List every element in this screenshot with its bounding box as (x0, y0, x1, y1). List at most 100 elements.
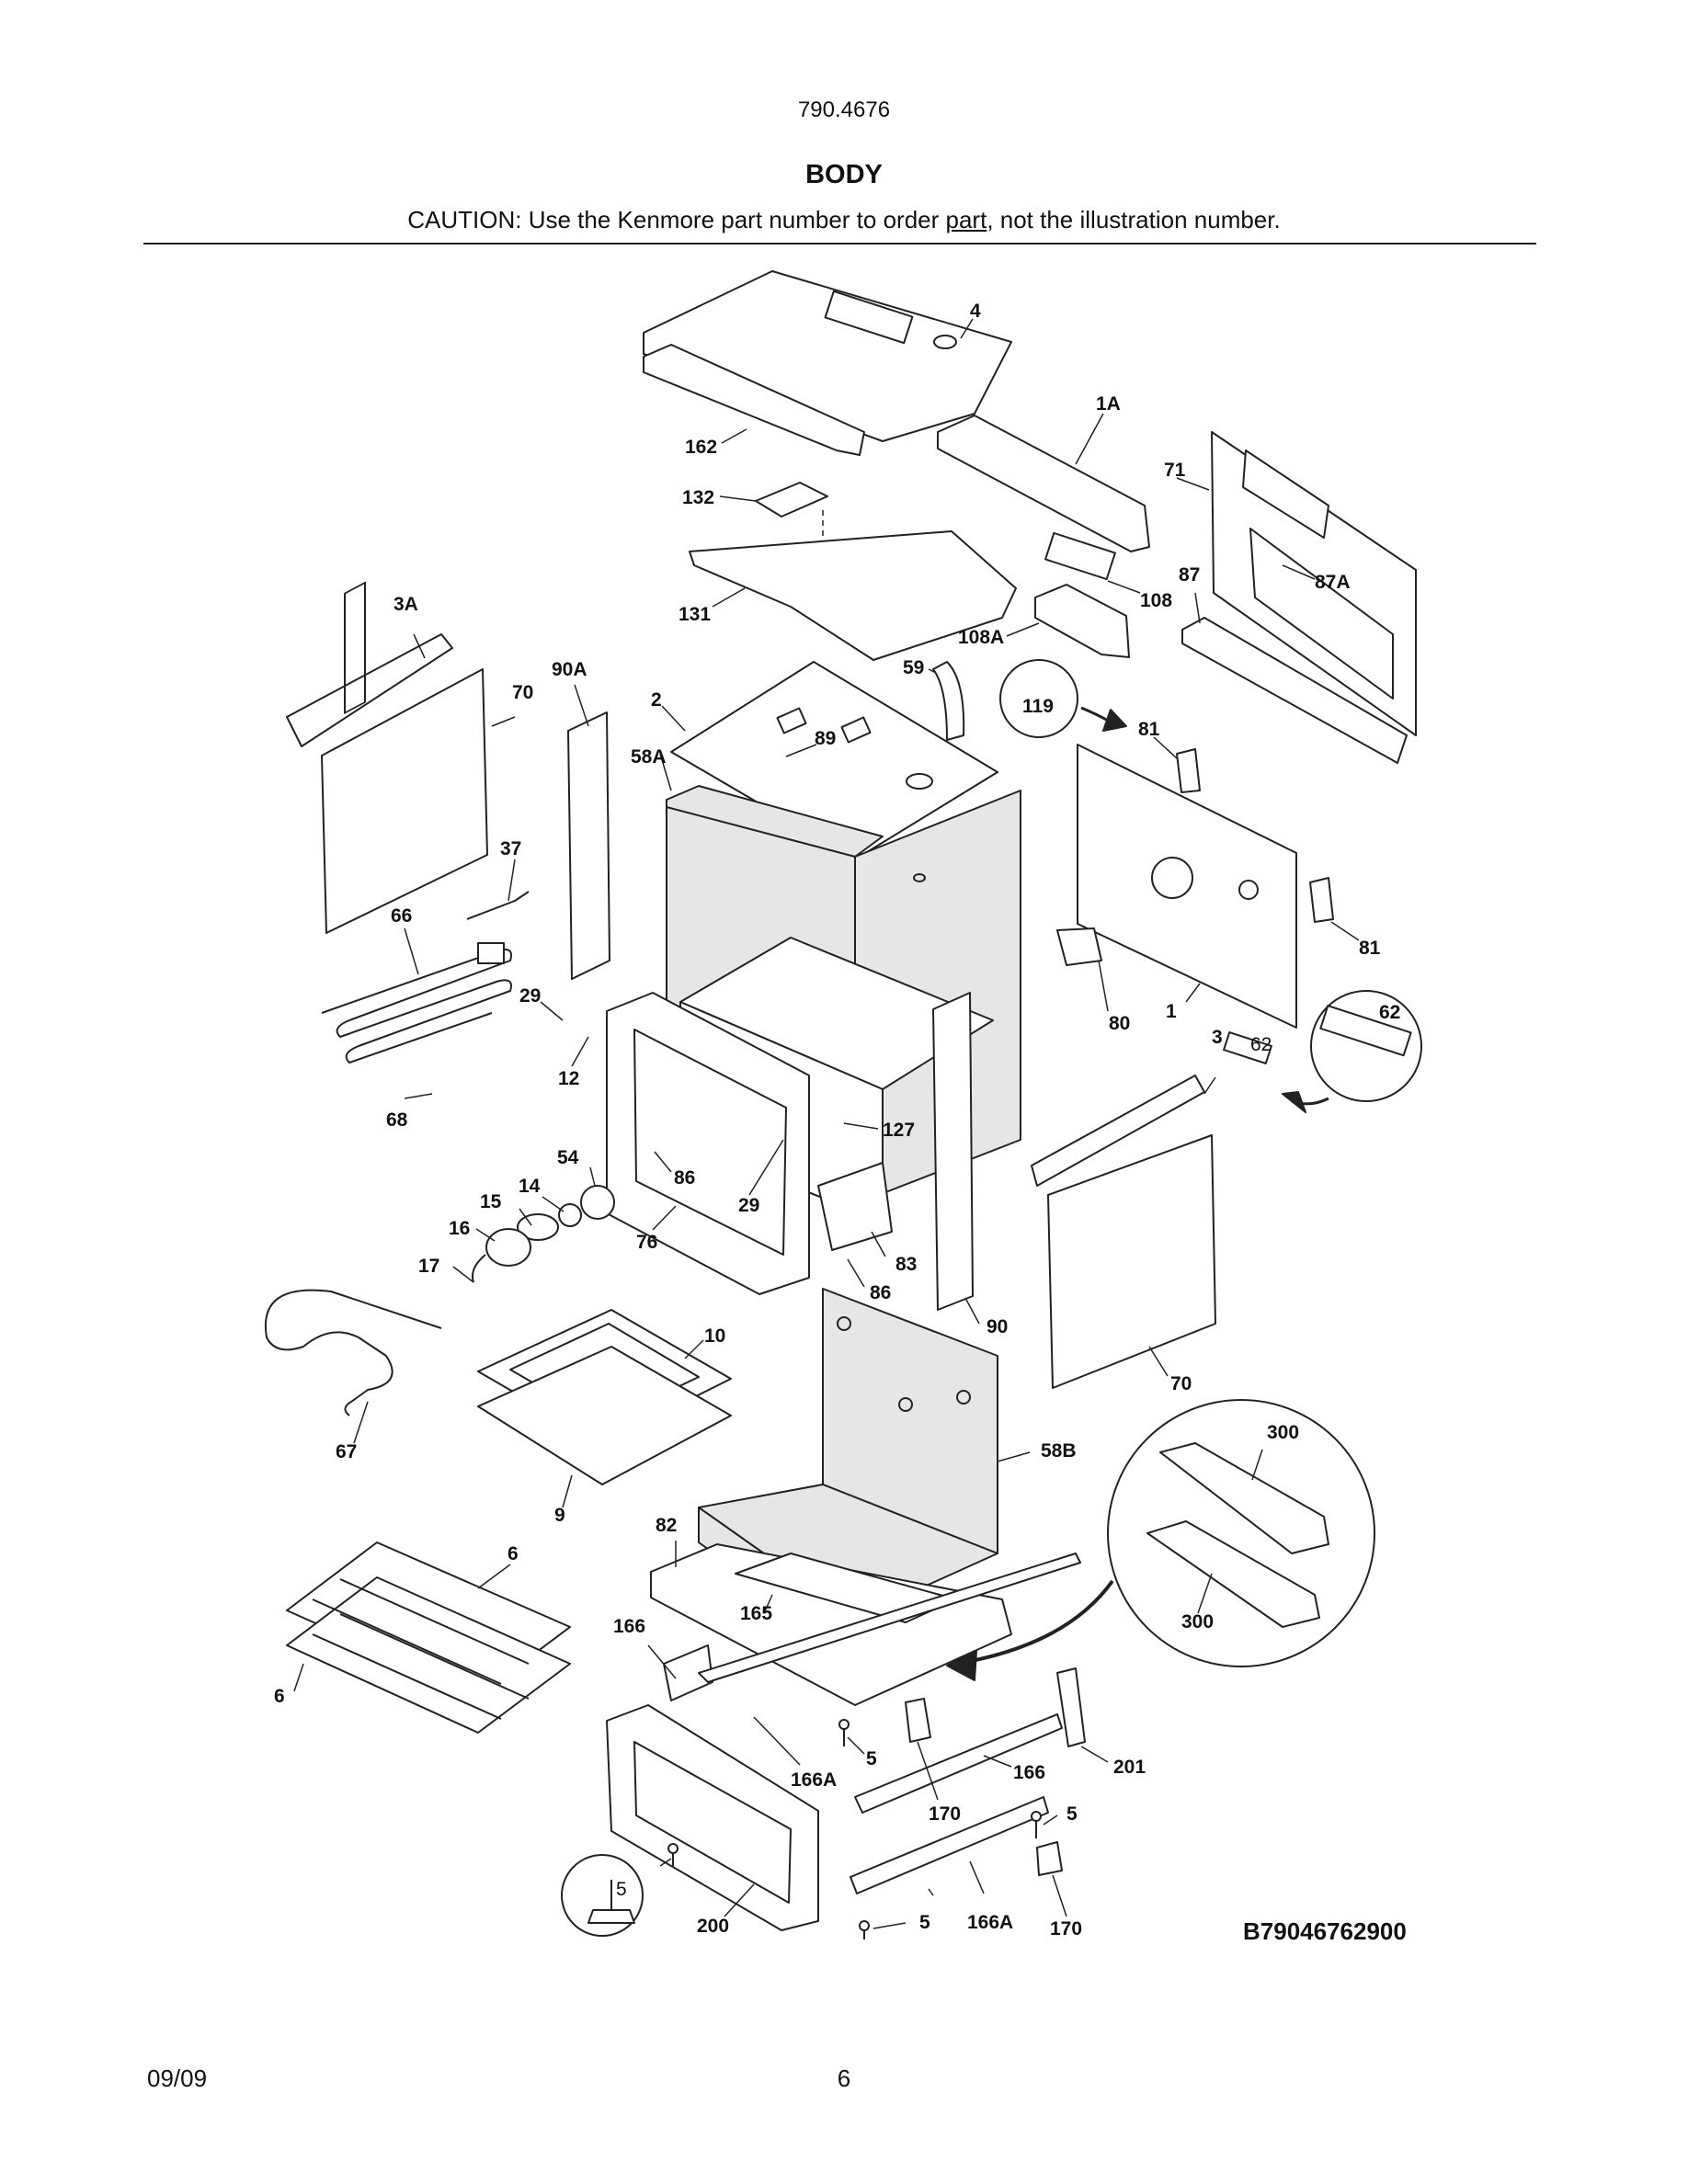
callout-15: 15 (480, 1191, 502, 1212)
caution-text-suffix: , not the illustration number. (987, 206, 1281, 233)
part-door-frame (606, 992, 810, 1295)
callout-300-lower: 300 (1181, 1611, 1214, 1632)
callout-4: 4 (970, 301, 981, 322)
callout-71: 71 (1164, 460, 1186, 481)
callout-201: 201 (1113, 1757, 1146, 1778)
callout-29-lower: 29 (738, 1195, 759, 1216)
part-sensor-callout (999, 659, 1127, 738)
callout-86-upper: 86 (674, 1167, 695, 1189)
callout-166-left: 166 (613, 1616, 645, 1637)
callout-3A: 3A (393, 594, 418, 615)
callout-66: 66 (391, 905, 412, 927)
callout-170-lower: 170 (1050, 1918, 1082, 1939)
part-bottom-plate (650, 1543, 1012, 1706)
callout-132: 132 (682, 487, 714, 508)
callout-131: 131 (679, 604, 711, 625)
part-rear-panel (1077, 744, 1297, 1029)
part-broiler-pan (477, 1309, 732, 1485)
part-leveler-bracket (905, 1698, 1063, 1876)
callout-170-upper: 170 (929, 1803, 961, 1825)
part-cavity-frame (817, 1162, 893, 1251)
part-left-vertical-trim (567, 711, 610, 980)
callout-62: 62 (1250, 1034, 1272, 1055)
part-drawer-bracket (1056, 1667, 1086, 1747)
callout-108A: 108A (958, 627, 1004, 648)
callout-58B: 58B (1041, 1440, 1077, 1462)
callout-108: 108 (1140, 590, 1172, 611)
header-divider (143, 243, 1536, 245)
caution-text-link: part (945, 206, 987, 233)
callout-59: 59 (903, 657, 924, 678)
part-oven-rack (286, 1541, 571, 1734)
callout-1A: 1A (1096, 393, 1121, 415)
part-right-vertical-trim (932, 992, 974, 1311)
page-title: BODY (805, 160, 883, 189)
part-drawer-slide-rail (698, 1553, 1081, 1894)
part-left-side-panel (321, 581, 488, 934)
caution-text-prefix: CAUTION: Use the Kenmore part number to … (407, 206, 946, 233)
callout-29-top: 29 (519, 985, 541, 1007)
callout-62-detail: 62 (1379, 1002, 1400, 1023)
callout-9: 9 (554, 1505, 565, 1526)
part-oven-sensor (466, 891, 530, 920)
model-number: 790.4676 (797, 97, 891, 122)
callout-86-lower: 86 (870, 1282, 891, 1303)
callout-3: 3 (1212, 1027, 1223, 1048)
part-wedge-duct (689, 530, 1017, 661)
part-bracket-81 (1176, 748, 1334, 923)
part-leveling-leg (561, 1719, 1042, 1939)
callout-5-right: 5 (1066, 1803, 1078, 1825)
part-drawer-frame (606, 1704, 819, 1931)
part-top-panel (643, 270, 1012, 442)
callout-89: 89 (815, 728, 836, 749)
part-vent-tube (932, 661, 965, 741)
callout-10: 10 (704, 1325, 725, 1347)
callout-166A-lower: 166A (967, 1912, 1013, 1933)
callout-6-upper: 6 (508, 1543, 519, 1564)
callout-2: 2 (651, 689, 662, 711)
exploded-parts-diagram: 4 1A 162 132 71 131 108 87 87A 108A 3A 7… (0, 257, 1688, 2004)
callout-200: 200 (697, 1916, 729, 1937)
callout-70-left: 70 (512, 682, 533, 703)
part-broil-element (321, 942, 512, 1064)
callout-127: 127 (883, 1120, 915, 1141)
part-terminal-block (1223, 990, 1422, 1113)
part-rear-bottom-strip (1181, 617, 1408, 764)
part-bake-element (264, 1289, 442, 1416)
callout-165: 165 (740, 1603, 772, 1624)
part-bracket-80 (1056, 927, 1102, 966)
part-back-top-rail (937, 415, 1150, 552)
callout-leaders (293, 318, 1360, 1929)
part-drawer-slide-left (663, 1644, 713, 1701)
callout-90A: 90A (552, 659, 587, 680)
callout-6-lower: 6 (274, 1686, 285, 1707)
drawing-code: B79046762900 (1243, 1917, 1407, 1945)
callout-162: 162 (685, 437, 717, 458)
callout-5-center: 5 (866, 1748, 877, 1769)
part-thermostat (1034, 531, 1130, 658)
callout-67: 67 (336, 1441, 357, 1462)
callout-87: 87 (1179, 564, 1200, 586)
page-number: 6 (837, 2065, 851, 2092)
callout-16: 16 (449, 1218, 470, 1239)
callout-17: 17 (418, 1256, 439, 1277)
callout-14: 14 (519, 1176, 541, 1197)
callout-80: 80 (1109, 1013, 1130, 1034)
callout-90: 90 (987, 1316, 1008, 1337)
callout-81-top: 81 (1138, 719, 1160, 740)
callout-87A: 87A (1315, 572, 1351, 593)
callout-37: 37 (500, 838, 521, 859)
part-right-side-panel (1031, 1075, 1216, 1389)
callout-300-upper: 300 (1267, 1422, 1299, 1443)
callout-166-right: 166 (1013, 1762, 1045, 1783)
part-oven-light (471, 1185, 615, 1283)
part-rail-callout (946, 1399, 1375, 1681)
callout-5-detail: 5 (616, 1879, 627, 1900)
part-rear-panel-right (1211, 431, 1417, 736)
callout-76: 76 (636, 1232, 657, 1253)
callout-82: 82 (656, 1515, 677, 1536)
callout-83: 83 (895, 1254, 917, 1275)
callout-54: 54 (557, 1147, 579, 1168)
callout-5-bottom: 5 (919, 1912, 930, 1933)
part-left-top-rail (286, 633, 453, 747)
